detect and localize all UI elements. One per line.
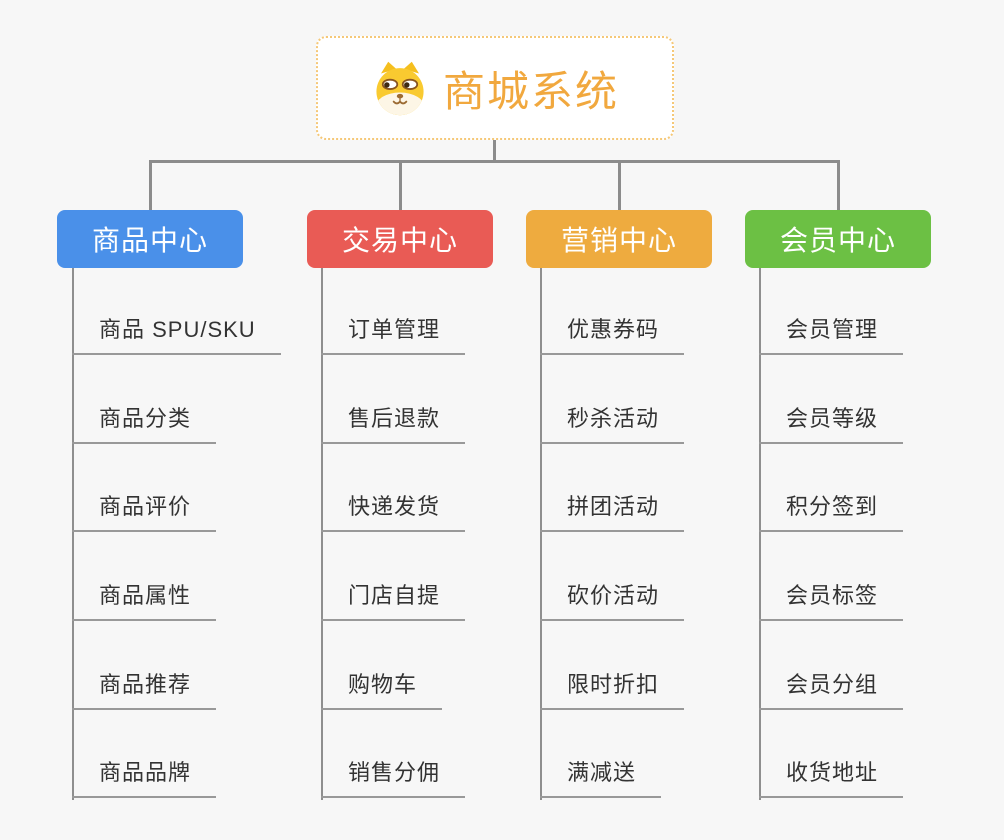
leaf-row: 商品 SPU/SKU: [72, 268, 281, 355]
leaf-row: 会员分组: [759, 621, 904, 710]
leaf-node[interactable]: 商品 SPU/SKU: [72, 312, 281, 355]
leaf-row: 会员管理: [759, 268, 904, 355]
leaf-node[interactable]: 会员分组: [759, 667, 904, 710]
root-node-title: 商城系统: [442, 67, 619, 115]
leaf-node[interactable]: 会员等级: [759, 401, 904, 444]
leaf-node[interactable]: 商品分类: [72, 401, 217, 444]
leaf-row: 秒杀活动: [540, 355, 685, 444]
branch-drop-line-product: [72, 268, 74, 800]
leaf-row: 积分签到: [759, 444, 904, 533]
leaf-row: 商品分类: [72, 355, 281, 444]
leaf-node[interactable]: 拼团活动: [540, 489, 685, 533]
leaf-node[interactable]: 门店自提: [321, 578, 466, 622]
connector-stub-marketing: [618, 160, 621, 210]
leaf-node[interactable]: 销售分佣: [321, 755, 466, 799]
branch-node-marketing-center[interactable]: 营销中心: [526, 210, 712, 268]
leaf-row: 限时折扣: [540, 621, 685, 710]
leaf-node[interactable]: 商品品牌: [72, 755, 217, 799]
leaf-row: 砍价活动: [540, 532, 685, 622]
leaf-row: 购物车: [321, 621, 465, 710]
leaf-row: 订单管理: [321, 268, 466, 355]
connector-stub-product: [149, 160, 152, 210]
leaf-row: 拼团活动: [540, 444, 685, 533]
leaf-node[interactable]: 会员标签: [759, 578, 904, 622]
dog-face-icon: [376, 61, 424, 116]
branch-drop-line-member: [759, 268, 761, 800]
leaf-node[interactable]: 快递发货: [321, 489, 466, 533]
connector-stub-member: [837, 160, 840, 210]
leaf-node[interactable]: 优惠券码: [540, 312, 685, 355]
leaf-row: 快递发货: [321, 444, 466, 533]
leaf-node[interactable]: 满减送: [540, 755, 662, 799]
leaf-column-product: 商品 SPU/SKU 商品分类 商品评价 商品属性 商品推荐 商品品牌: [72, 268, 281, 799]
leaf-node[interactable]: 商品属性: [72, 578, 217, 622]
leaf-node[interactable]: 会员管理: [759, 312, 904, 355]
leaf-node[interactable]: 秒杀活动: [540, 401, 685, 444]
branch-node-trade-center[interactable]: 交易中心: [307, 210, 493, 268]
leaf-node[interactable]: 商品推荐: [72, 667, 217, 710]
connector-stub-trade: [399, 160, 402, 210]
leaf-node[interactable]: 售后退款: [321, 401, 466, 444]
leaf-node[interactable]: 砍价活动: [540, 578, 685, 622]
leaf-row: 商品推荐: [72, 621, 281, 710]
leaf-column-marketing: 优惠券码 秒杀活动 拼团活动 砍价活动 限时折扣 满减送: [540, 268, 685, 799]
branch-drop-line-trade: [321, 268, 323, 800]
leaf-node[interactable]: 订单管理: [321, 312, 466, 355]
leaf-row: 商品属性: [72, 532, 281, 622]
branch-node-member-center[interactable]: 会员中心: [745, 210, 931, 268]
leaf-row: 门店自提: [321, 532, 466, 622]
leaf-node[interactable]: 积分签到: [759, 489, 904, 533]
branch-drop-line-marketing: [540, 268, 542, 800]
leaf-row: 会员等级: [759, 355, 904, 444]
leaf-row: 会员标签: [759, 532, 904, 622]
leaf-row: 收货地址: [759, 710, 904, 799]
leaf-row: 优惠券码: [540, 268, 685, 355]
root-node[interactable]: 商城系统: [316, 36, 674, 140]
branch-node-product-center[interactable]: 商品中心: [57, 210, 243, 268]
leaf-row: 销售分佣: [321, 710, 466, 799]
leaf-node[interactable]: 收货地址: [759, 755, 904, 799]
leaf-node[interactable]: 购物车: [321, 667, 443, 710]
connector-root-stem: [493, 140, 496, 162]
leaf-node[interactable]: 限时折扣: [540, 667, 685, 710]
leaf-row: 商品评价: [72, 444, 281, 533]
leaf-column-trade: 订单管理 售后退款 快递发货 门店自提 购物车 销售分佣: [321, 268, 466, 799]
connector-horizontal-bar: [149, 160, 840, 163]
leaf-row: 满减送: [540, 710, 684, 799]
leaf-column-member: 会员管理 会员等级 积分签到 会员标签 会员分组 收货地址: [759, 268, 904, 799]
leaf-row: 商品品牌: [72, 710, 281, 799]
leaf-row: 售后退款: [321, 355, 466, 444]
leaf-node[interactable]: 商品评价: [72, 489, 217, 533]
